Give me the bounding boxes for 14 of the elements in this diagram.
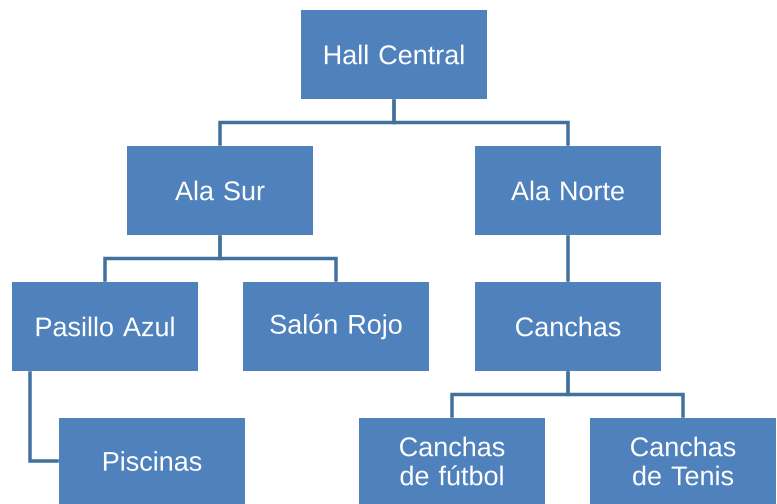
org-box: Pasillo Azul xyxy=(12,282,198,371)
connector-line xyxy=(566,371,685,418)
connector-line xyxy=(566,235,570,282)
org-box: Canchas de fútbol xyxy=(359,418,545,504)
org-box: Salón Rojo xyxy=(243,282,429,371)
org-box: Ala Sur xyxy=(127,146,313,235)
org-box: Piscinas xyxy=(59,418,245,504)
connector-line xyxy=(392,99,570,146)
org-box: Canchas xyxy=(475,282,661,371)
connector-line xyxy=(28,371,59,463)
connector-line xyxy=(218,235,338,282)
org-box: Ala Norte xyxy=(475,146,661,235)
org-box: Hall Central xyxy=(301,10,487,99)
org-box: Canchas de Tenis xyxy=(590,418,776,504)
